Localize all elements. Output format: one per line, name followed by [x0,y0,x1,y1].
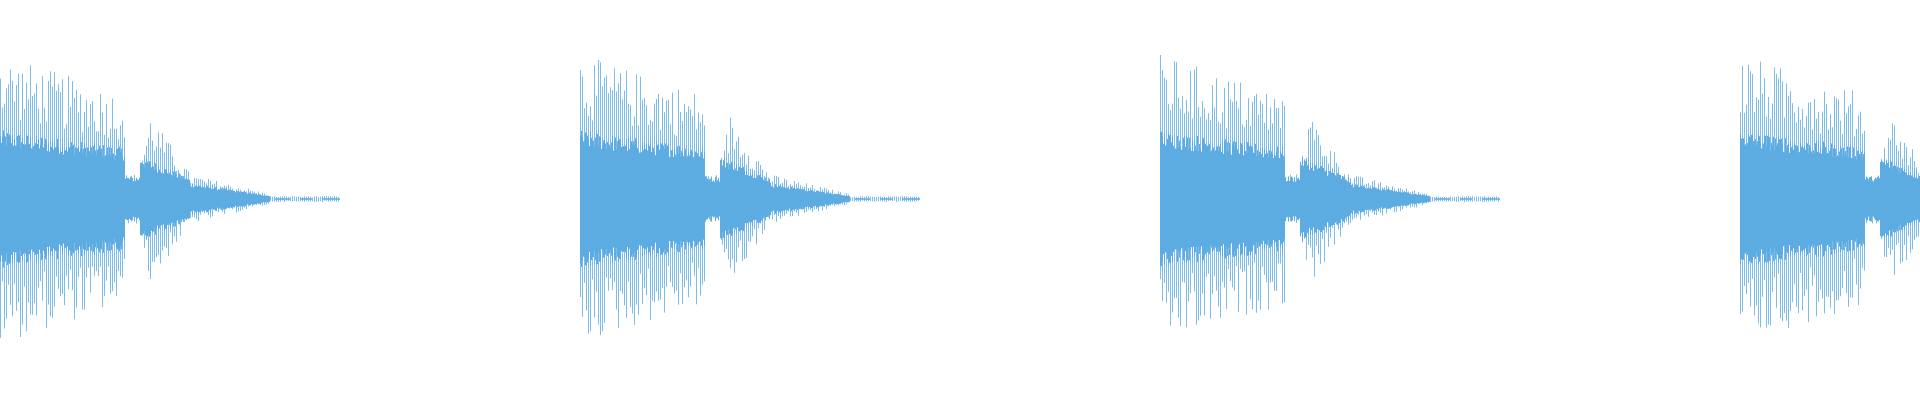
waveform-clip-3 [1160,55,1500,328]
waveform-clip-4 [1740,61,1920,329]
waveform-bars [0,55,1920,338]
waveform-clip-2 [580,60,920,336]
waveform-clip-1 [0,65,340,338]
